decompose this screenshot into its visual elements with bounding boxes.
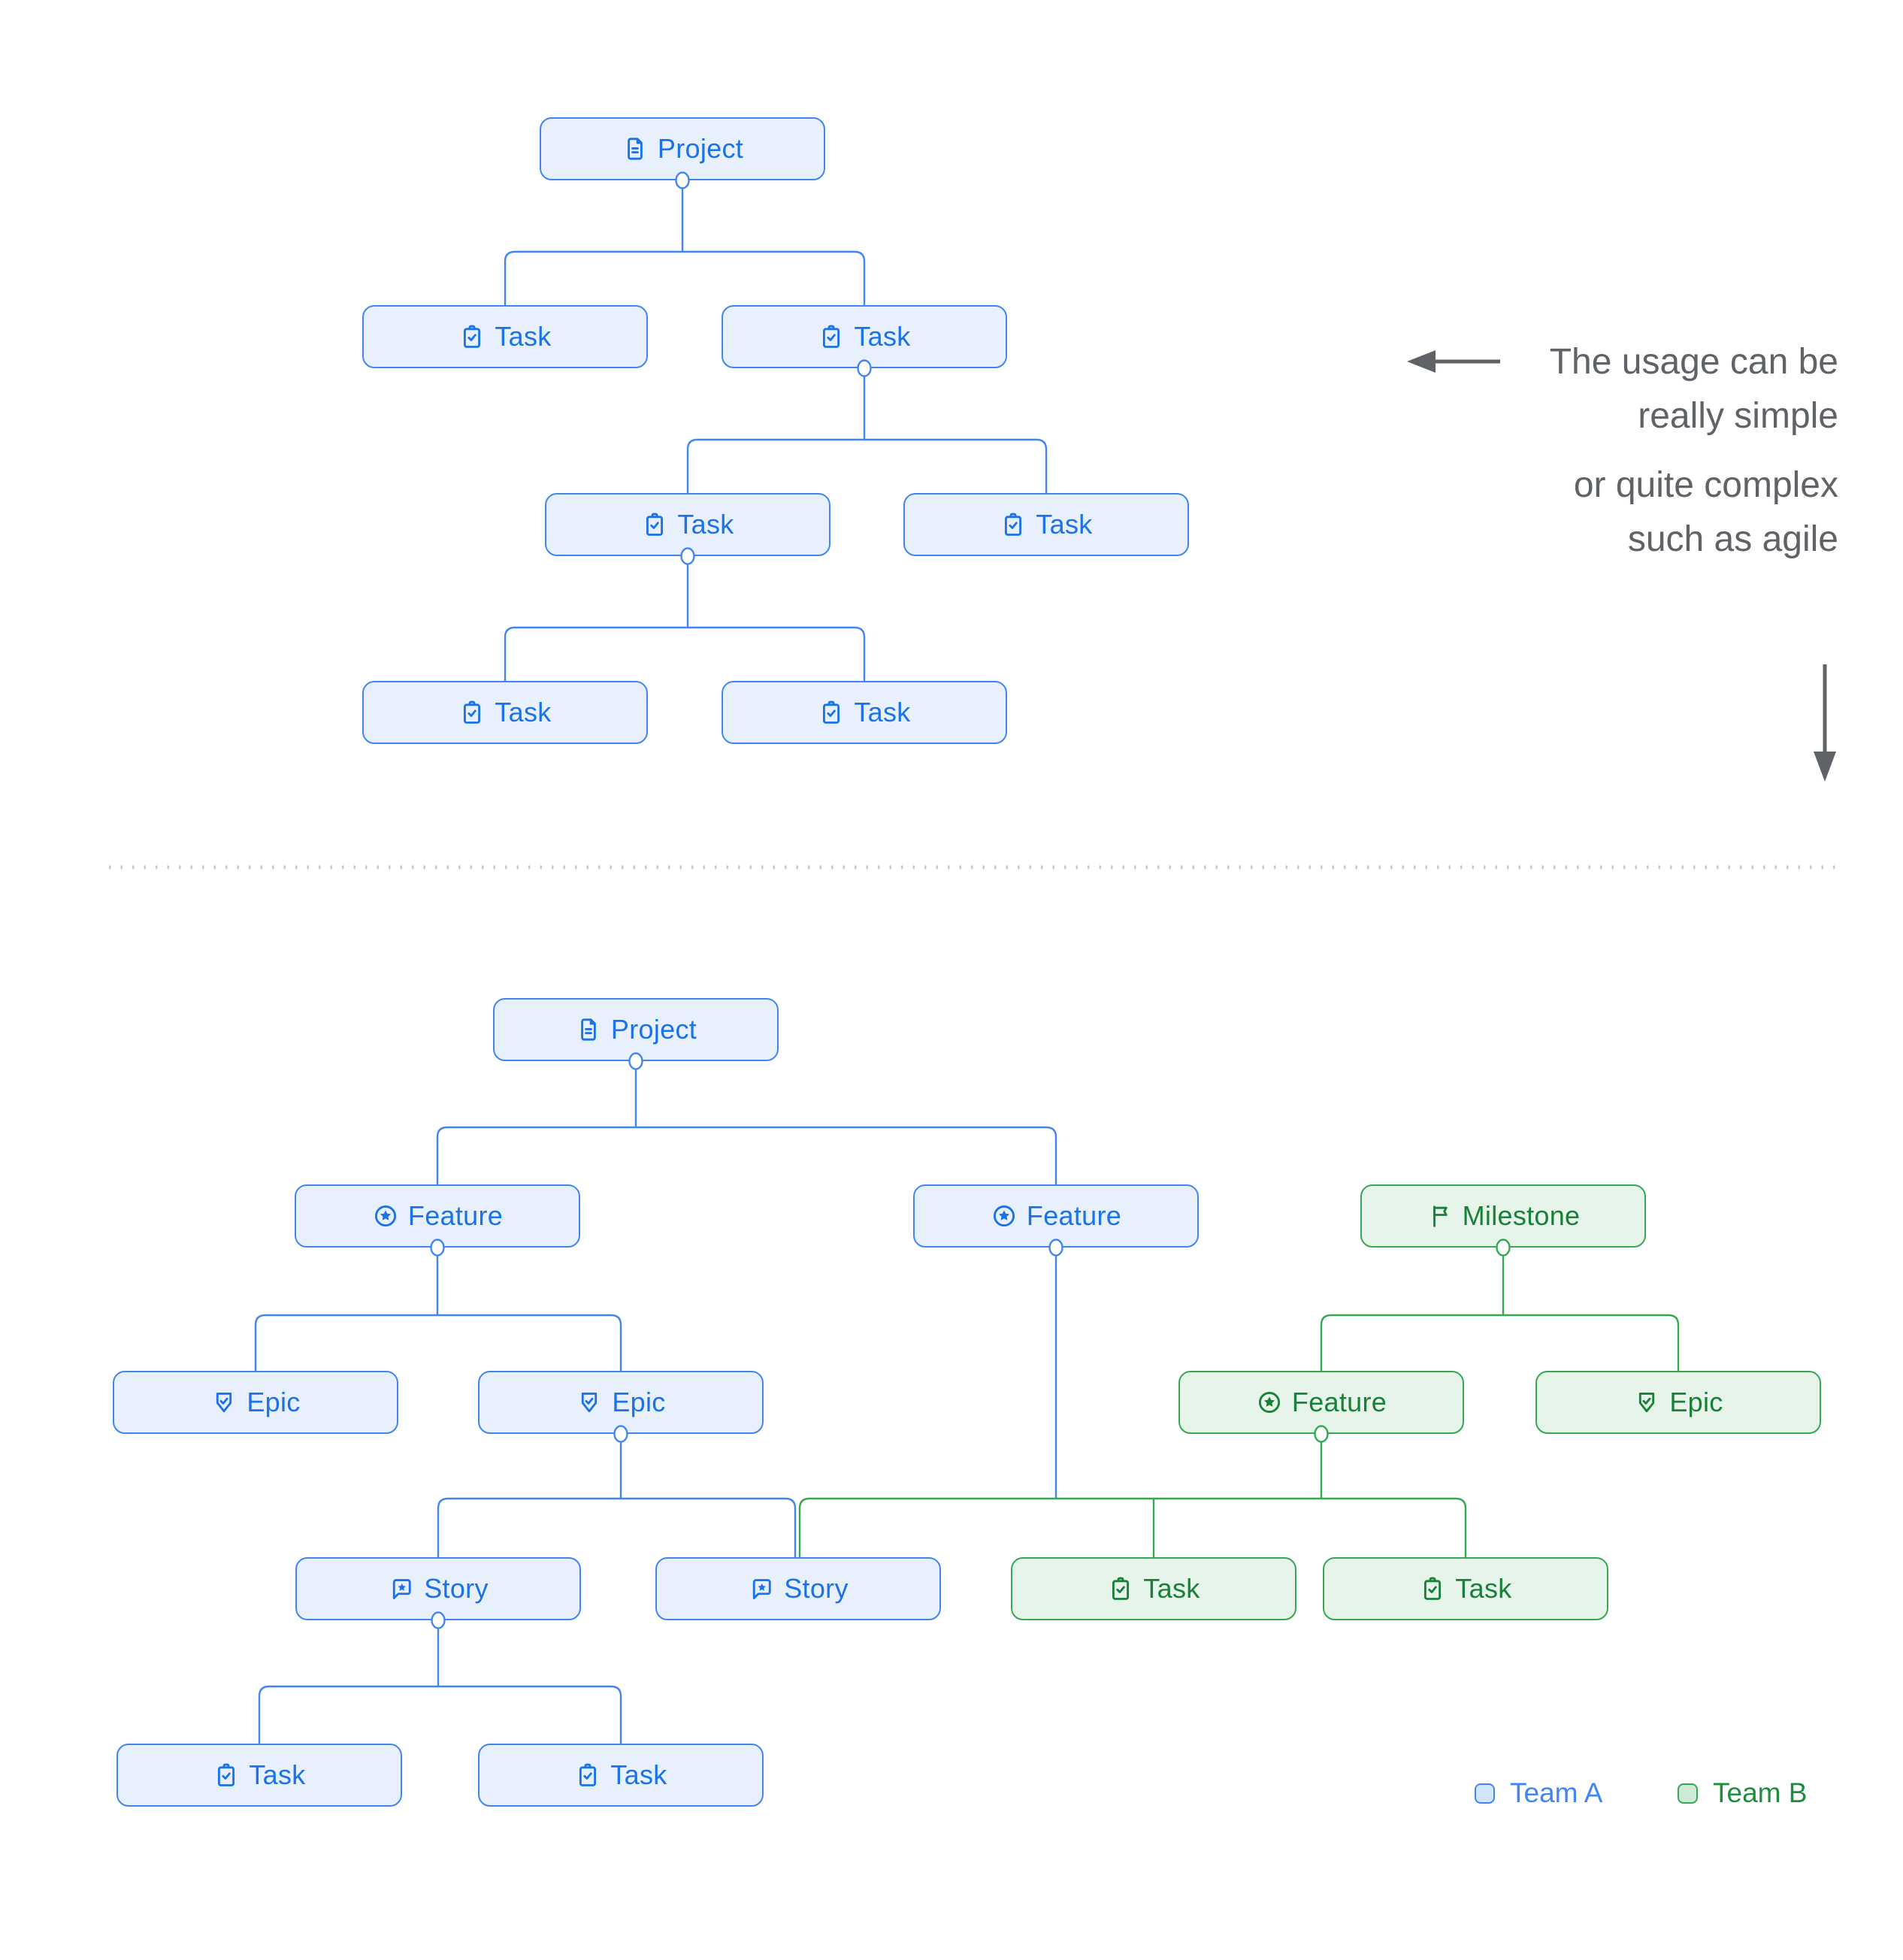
node-task-b1: Task (116, 1744, 402, 1807)
node-label: Task (677, 509, 734, 540)
node-project: Project (493, 998, 779, 1061)
node-label: Story (424, 1573, 489, 1604)
task-icon (574, 1762, 601, 1789)
task-icon (458, 699, 486, 726)
team-a-color-swatch (1475, 1783, 1495, 1804)
task-icon (1419, 1575, 1446, 1602)
task-icon (1000, 511, 1027, 538)
node-task-g2: Task (1323, 1557, 1608, 1620)
node-label: Milestone (1462, 1200, 1581, 1231)
node-story-1: Story (295, 1557, 581, 1620)
node-task-1: Task (362, 305, 648, 368)
feature-icon (1256, 1389, 1283, 1416)
node-label: Task (495, 697, 552, 727)
epic-icon (1633, 1389, 1660, 1416)
annotation-line-1: The usage can be (1549, 342, 1838, 382)
node-label: Feature (1026, 1200, 1122, 1231)
annotation-line-3: or quite complex (1573, 465, 1838, 505)
task-icon (641, 511, 668, 538)
annotation-line-2: really simple (1638, 396, 1838, 436)
node-label: Feature (1291, 1387, 1387, 1417)
task-icon (818, 323, 845, 350)
project-icon (575, 1016, 602, 1043)
node-feature-a: Feature (295, 1184, 580, 1248)
team-b-color-swatch (1678, 1783, 1698, 1804)
feature-icon (372, 1202, 399, 1230)
node-task-4: Task (903, 493, 1189, 556)
node-label: Task (495, 321, 552, 352)
node-task-3: Task (545, 493, 830, 556)
node-task-b2: Task (478, 1744, 764, 1807)
node-label: Task (1143, 1573, 1200, 1604)
node-task-6: Task (722, 681, 1007, 744)
node-label: Epic (247, 1387, 301, 1417)
legend-item-team-a: Team A (1475, 1777, 1603, 1808)
node-label: Epic (1669, 1387, 1723, 1417)
task-icon (1107, 1575, 1134, 1602)
project-icon (622, 135, 649, 162)
legend-label: Team A (1510, 1777, 1603, 1808)
node-label: Task (610, 1759, 667, 1790)
node-epic-a2: Epic (478, 1371, 764, 1434)
feature-icon (991, 1202, 1018, 1230)
legend-item-team-b: Team B (1678, 1777, 1808, 1808)
task-icon (458, 323, 486, 350)
story-icon (748, 1575, 775, 1602)
node-label: Project (610, 1014, 697, 1045)
node-story-2: Story (655, 1557, 941, 1620)
annotation-line-4: such as agile (1627, 519, 1838, 559)
node-epic-g: Epic (1535, 1371, 1821, 1434)
node-project: Project (540, 117, 825, 180)
node-task-2: Task (722, 305, 1007, 368)
node-label: Epic (612, 1387, 666, 1417)
node-label: Project (657, 133, 744, 164)
task-icon (818, 699, 845, 726)
node-label: Feature (407, 1200, 504, 1231)
node-feature-b: Feature (913, 1184, 1199, 1248)
node-label: Task (1455, 1573, 1512, 1604)
epic-icon (210, 1389, 237, 1416)
node-label: Task (854, 697, 911, 727)
node-task-5: Task (362, 681, 648, 744)
node-label: Task (249, 1759, 306, 1790)
task-icon (213, 1762, 240, 1789)
node-label: Story (784, 1573, 849, 1604)
milestone-icon (1426, 1202, 1454, 1230)
node-label: Task (1036, 509, 1093, 540)
node-task-g1: Task (1011, 1557, 1296, 1620)
node-milestone: Milestone (1360, 1184, 1646, 1248)
annotation-text: The usage can be really simple or quite … (1550, 335, 1838, 567)
node-epic-a1: Epic (113, 1371, 398, 1434)
legend-label: Team B (1713, 1777, 1808, 1808)
node-feature-g: Feature (1178, 1371, 1464, 1434)
story-icon (388, 1575, 415, 1602)
epic-icon (576, 1389, 603, 1416)
node-label: Task (854, 321, 911, 352)
